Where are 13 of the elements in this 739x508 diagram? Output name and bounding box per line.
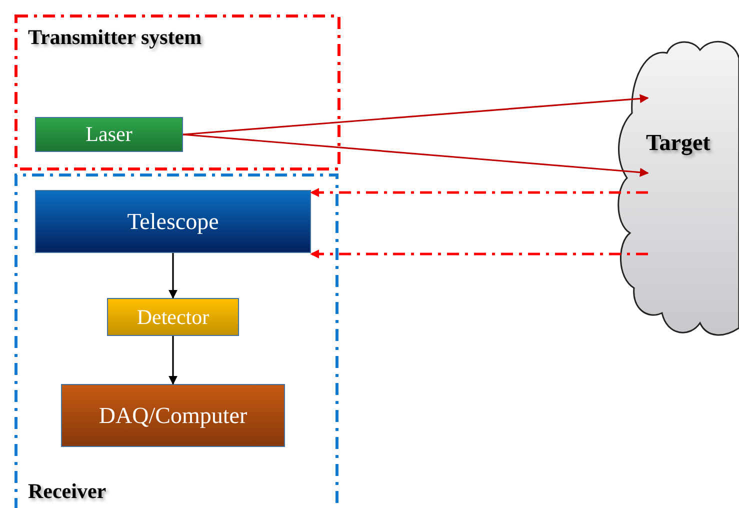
node-label: Target — [646, 130, 710, 156]
arrow — [168, 336, 178, 385]
process-box: DAQ/Computer — [61, 384, 285, 447]
process-box: Telescope — [35, 190, 311, 253]
arrow — [182, 94, 649, 136]
arrow — [310, 250, 648, 258]
process-box: Laser — [35, 117, 183, 152]
arrow — [182, 134, 649, 177]
arrow — [310, 188, 648, 197]
process-box: Detector — [107, 298, 239, 336]
arrow — [168, 253, 178, 299]
group-heading: Receiver — [28, 479, 106, 504]
group-heading: Transmitter system — [28, 25, 202, 50]
